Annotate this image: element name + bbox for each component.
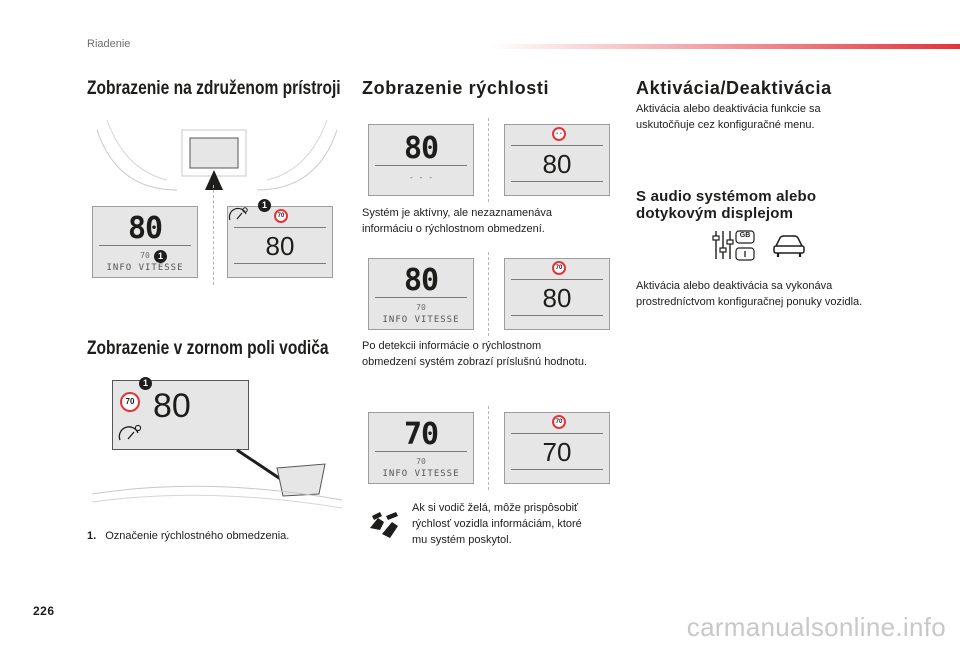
cluster-mono-info: INFO VITESSE bbox=[106, 263, 184, 273]
activation-menu-text: Aktivácia alebo deaktivácia sa vykonáva … bbox=[636, 278, 862, 310]
hud-projector-illustration bbox=[91, 448, 343, 509]
row2-mono-info: INFO VITESSE bbox=[382, 315, 460, 325]
activation-text: Aktivácia alebo deaktivácia funkcie sa u… bbox=[636, 101, 821, 133]
speed-limit-sign-icon: 70 bbox=[552, 261, 566, 275]
caption-row2-line1: Po detekcii informácie o rýchlostnom bbox=[362, 340, 542, 352]
activation-menu-line1: Aktivácia alebo deaktivácia sa vykonáva bbox=[636, 280, 833, 292]
legend-1: 1. Označenie rýchlostného obmedzenia. bbox=[87, 528, 289, 544]
legend-text: Označenie rýchlostného obmedzenia. bbox=[105, 530, 290, 542]
divider-row3 bbox=[488, 406, 489, 490]
row1-mono-sub: - - - bbox=[408, 173, 434, 182]
callout-1: 1 bbox=[258, 199, 271, 212]
display-divider-line bbox=[511, 145, 603, 146]
row3-mono-limit: 70 bbox=[416, 457, 426, 466]
row1-mono-display: 80 - - - bbox=[368, 124, 474, 196]
display-divider-line bbox=[375, 451, 467, 452]
page-number: 226 bbox=[33, 604, 55, 618]
speed-limit-sign-icon: 70 bbox=[274, 209, 288, 223]
header-accent-bar bbox=[490, 44, 960, 49]
callout-1: 1 bbox=[154, 250, 167, 263]
display-divider-line bbox=[511, 279, 603, 280]
cluster-mono-limit: 70 bbox=[140, 251, 150, 260]
heading-cluster-display: Zobrazenie na združenom prístroji bbox=[87, 78, 341, 99]
display-divider-line bbox=[511, 181, 603, 182]
row3-mono-speed: 70 bbox=[403, 417, 439, 452]
speed-limit-sign-icon: - - bbox=[552, 127, 566, 141]
heading-hud-display: Zobrazenie v zornom poli vodiča bbox=[87, 338, 329, 359]
note-driver-adapt: Ak si vodič želá, môže prispôsobiť rýchl… bbox=[412, 500, 582, 548]
callout-1: 1 bbox=[139, 377, 152, 390]
activation-text-line1: Aktivácia alebo deaktivácia funkcie sa bbox=[636, 103, 821, 115]
hud-speed-limit-sign-icon: 70 bbox=[120, 392, 140, 412]
caption-row1-line1: Systém je aktívny, ale nezaznamenáva bbox=[362, 207, 552, 219]
display-divider-line bbox=[234, 263, 326, 264]
row1-color-display: 80 bbox=[504, 124, 610, 196]
legend-number: 1. bbox=[87, 530, 97, 542]
activation-menu-line2: prostredníctvom konfiguračnej ponuky voz… bbox=[636, 296, 863, 308]
cluster-mono-display: 80 70 INFO VITESSE bbox=[92, 206, 198, 278]
display-divider-line bbox=[375, 297, 467, 298]
divider-cluster bbox=[213, 185, 214, 285]
speed-limiter-icon bbox=[118, 424, 142, 441]
display-divider-line bbox=[511, 315, 603, 316]
gb-badge: GB bbox=[739, 232, 751, 239]
driver-hands-wheel-icon bbox=[370, 512, 398, 538]
speed-limiter-icon bbox=[228, 207, 248, 221]
note-line2: rýchlosť vozidla informáciám, ktoré bbox=[412, 518, 582, 530]
instrument-cluster-illustration bbox=[96, 119, 338, 191]
subheading-line2: dotykovým displejom bbox=[636, 205, 794, 222]
hud-speed: 80 bbox=[153, 387, 191, 425]
row3-color-speed: 70 bbox=[542, 437, 572, 467]
cluster-color-speed: 80 bbox=[265, 231, 295, 261]
row1-mono-speed: 80 bbox=[403, 131, 439, 166]
row2-color-speed: 80 bbox=[542, 283, 572, 313]
display-divider-line bbox=[511, 433, 603, 434]
caption-row1: Systém je aktívny, ale nezaznamenáva inf… bbox=[362, 205, 552, 237]
heading-activation: Aktivácia/Deaktivácia bbox=[636, 78, 832, 98]
row3-mono-info: INFO VITESSE bbox=[382, 469, 460, 479]
speed-limit-sign-icon: 70 bbox=[552, 415, 566, 429]
note-line1: Ak si vodič želá, môže prispôsobiť bbox=[412, 502, 579, 514]
row2-mono-speed: 80 bbox=[403, 263, 439, 298]
watermark: carmanualsonline.info bbox=[686, 612, 946, 642]
display-divider-line bbox=[511, 469, 603, 470]
display-divider-line bbox=[99, 245, 191, 246]
row3-color-display: 70 bbox=[504, 412, 610, 484]
divider-row1 bbox=[488, 118, 489, 202]
activation-text-line2: uskutočňuje cez konfiguračné menu. bbox=[636, 119, 815, 131]
display-divider-line bbox=[234, 227, 326, 228]
row2-mono-limit: 70 bbox=[416, 303, 426, 312]
hud-display: 80 bbox=[112, 380, 249, 450]
row1-color-speed: 80 bbox=[542, 149, 572, 179]
header-section-label: Riadenie bbox=[87, 38, 131, 50]
row2-mono-display: 80 70 INFO VITESSE bbox=[368, 258, 474, 330]
display-divider-line bbox=[375, 165, 467, 166]
caption-row1-line2: informáciu o rýchlostnom obmedzení. bbox=[362, 223, 545, 235]
divider-row2 bbox=[488, 252, 489, 336]
cluster-mono-speed: 80 bbox=[127, 211, 163, 246]
caption-row2: Po detekcii informácie o rýchlostnom obm… bbox=[362, 338, 587, 370]
subheading-audio-touch: S audio systémom alebo dotykovým displej… bbox=[636, 188, 816, 222]
caption-row2-line2: obmedzení systém zobrazí príslušnú hodno… bbox=[362, 356, 588, 368]
subheading-line1: S audio systémom alebo bbox=[636, 188, 817, 205]
heading-speed-display: Zobrazenie rýchlosti bbox=[362, 78, 550, 98]
note-line3: mu systém poskytol. bbox=[412, 534, 512, 546]
row3-mono-display: 70 70 INFO VITESSE bbox=[368, 412, 474, 484]
settings-sliders-icon bbox=[712, 230, 755, 261]
vehicle-icon bbox=[773, 235, 805, 257]
